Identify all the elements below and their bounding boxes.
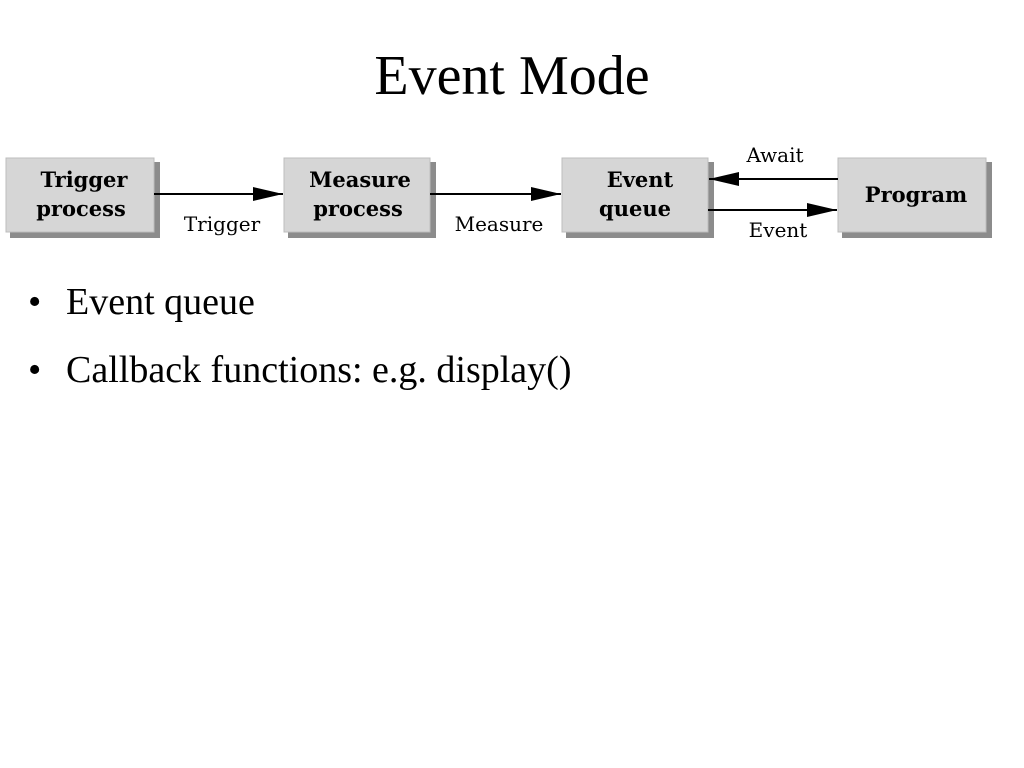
program-box: Program — [837, 157, 992, 238]
trigger-process-label-line1: Trigger — [41, 167, 129, 192]
measure-process-label-line2: process — [313, 196, 403, 221]
event-queue-box: Event queue — [561, 157, 714, 238]
await-arrow: Await — [709, 143, 838, 186]
trigger-process-box: Trigger process — [5, 157, 160, 238]
measure-arrow-label: Measure — [455, 212, 544, 236]
bullet-glyph: • — [28, 349, 42, 391]
slide-title: Event Mode — [374, 45, 650, 107]
trigger-arrow: Trigger — [154, 187, 283, 236]
event-queue-label-line1: Event — [607, 167, 674, 192]
event-arrow: Event — [708, 203, 837, 242]
trigger-process-label-line2: process — [36, 196, 126, 221]
trigger-arrow-label: Trigger — [184, 212, 261, 236]
bullet-text: Callback functions: e.g. display() — [66, 349, 572, 391]
bullet-glyph: • — [28, 281, 42, 323]
bullet-item-event-queue: • Event queue — [28, 280, 572, 324]
await-arrow-label: Await — [745, 143, 803, 167]
bullet-item-callback-functions: • Callback functions: e.g. display() — [28, 348, 572, 392]
measure-process-box: Measure process — [283, 157, 436, 238]
event-arrow-label: Event — [749, 218, 808, 242]
event-mode-diagram: Trigger process Measure process Event qu… — [5, 143, 992, 242]
bullet-text: Event queue — [66, 281, 255, 323]
bullet-list: • Event queue • Callback functions: e.g.… — [28, 280, 572, 416]
measure-process-label-line1: Measure — [309, 167, 411, 192]
measure-arrow: Measure — [430, 187, 561, 236]
program-label: Program — [865, 182, 967, 207]
event-queue-label-line2: queue — [599, 196, 671, 221]
